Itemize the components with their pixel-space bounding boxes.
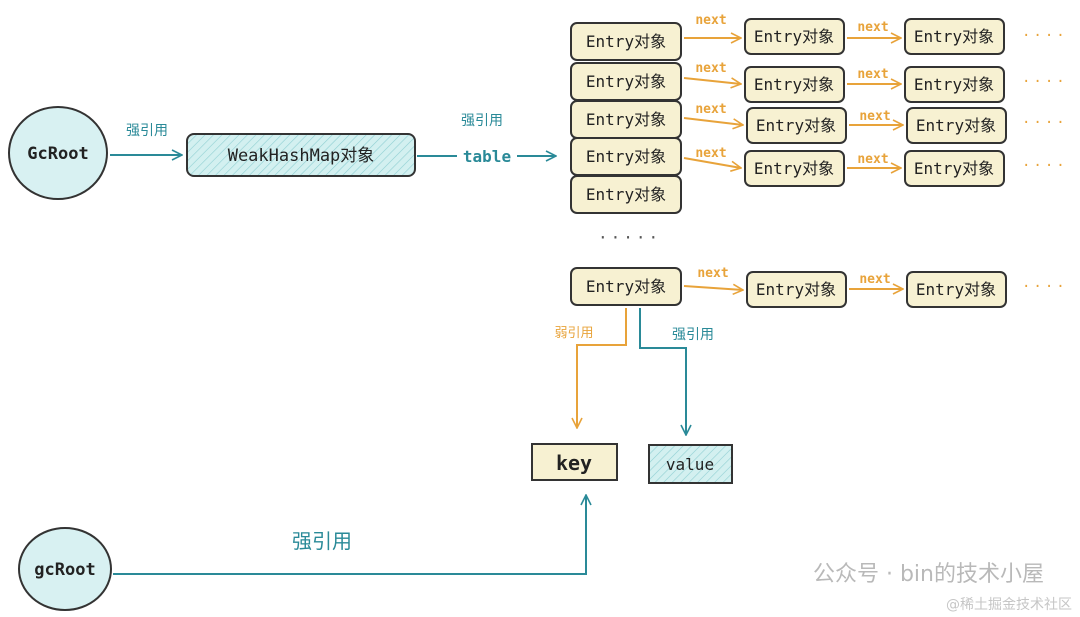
entry-label: Entry对象 [586, 147, 666, 166]
entry-label: Entry对象 [916, 280, 996, 299]
entry-col1-row1: Entry对象 [570, 22, 682, 61]
weakhashmap-node: WeakHashMap对象 [186, 133, 416, 177]
strong-ref-label-3: 强引用 [672, 327, 714, 343]
ellipsis-r1: ···· [1022, 28, 1068, 44]
key-node: key [531, 443, 618, 481]
next-label: next [859, 272, 890, 287]
watermark: 公众号 · bin的技术小屋 [812, 562, 1044, 587]
entry-col1-row4: Entry对象 [570, 137, 682, 176]
entry-label: Entry对象 [754, 27, 834, 46]
gcroot-top-label: GcRoot [27, 144, 88, 164]
entry-label: Entry对象 [916, 116, 996, 135]
next-label: next [695, 102, 726, 117]
next-label: next [857, 67, 888, 82]
entry-col3-row1: Entry对象 [904, 18, 1005, 55]
entry-col1-row5: Entry对象 [570, 175, 682, 214]
entry-label: Entry对象 [586, 277, 666, 296]
entry-col3-row3: Entry对象 [906, 107, 1007, 144]
ellipsis-r2: ···· [1022, 74, 1068, 90]
entry-col2-row2: Entry对象 [744, 66, 845, 103]
next-label: next [857, 152, 888, 167]
strong-ref-value-arrow [639, 308, 686, 435]
ellipsis-r3: ···· [1022, 115, 1068, 131]
value-label: value [666, 455, 714, 474]
entry-col1-last: Entry对象 [570, 267, 682, 306]
entry-label: Entry对象 [586, 185, 666, 204]
entry-label: Entry对象 [914, 75, 994, 94]
next-label: next [697, 266, 728, 281]
entry-label: Entry对象 [914, 159, 994, 178]
entry-label: Entry对象 [586, 72, 666, 91]
entry-col1-row2: Entry对象 [570, 62, 682, 101]
entry-label: Entry对象 [914, 27, 994, 46]
next-label: next [695, 146, 726, 161]
weak-ref-arrow [577, 308, 627, 428]
next-arrow-rl-a [683, 286, 743, 290]
value-node: value [648, 444, 733, 484]
next-label: next [857, 20, 888, 35]
watermark-sub: @稀土掘金技术社区 [946, 597, 1072, 613]
gcroot-bottom-label: gcRoot [34, 560, 95, 580]
key-label: key [556, 451, 592, 475]
strong-ref-label-1: 强引用 [126, 123, 168, 139]
gcroot-bottom-node: gcRoot [18, 527, 112, 611]
entry-col2-row3: Entry对象 [746, 107, 847, 144]
entry-col3-last: Entry对象 [906, 271, 1007, 308]
entry-label: Entry对象 [756, 280, 836, 299]
strong-ref-key-arrow [113, 495, 586, 575]
entry-label: Entry对象 [586, 110, 666, 129]
ellipsis-r4: ···· [1022, 158, 1068, 174]
ellipsis-rl: ···· [1022, 279, 1068, 295]
entry-label: Entry对象 [754, 159, 834, 178]
entry-label: Entry对象 [586, 32, 666, 51]
next-arrow-r2-a [683, 77, 741, 84]
entry-col1-row3: Entry对象 [570, 100, 682, 139]
next-arrow-r3-a [683, 117, 743, 125]
entry-col3-row4: Entry对象 [904, 150, 1005, 187]
entry-col2-row4: Entry对象 [744, 150, 845, 187]
next-arrow-r4-a [683, 157, 741, 168]
gcroot-top-node: GcRoot [8, 106, 108, 200]
entry-col2-row1: Entry对象 [744, 18, 845, 55]
table-label: table [463, 147, 511, 166]
next-label: next [695, 13, 726, 28]
weakhashmap-label: WeakHashMap对象 [228, 146, 375, 166]
ellipsis-vertical: ····· [598, 228, 661, 247]
weak-ref-label: 弱引用 [554, 326, 593, 341]
strong-ref-label-2: 强引用 [461, 113, 503, 129]
entry-label: Entry对象 [754, 75, 834, 94]
entry-label: Entry对象 [756, 116, 836, 135]
next-label: next [695, 61, 726, 76]
entry-col2-last: Entry对象 [746, 271, 847, 308]
entry-col3-row2: Entry对象 [904, 66, 1005, 103]
strong-ref-label-4: 强引用 [292, 529, 352, 553]
next-label: next [859, 109, 890, 124]
